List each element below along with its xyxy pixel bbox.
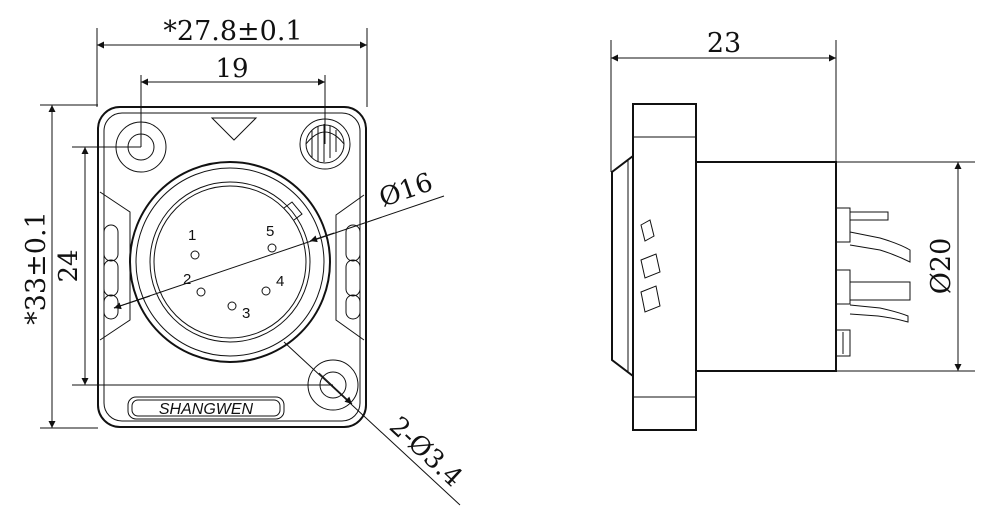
pin-4-label: 4	[276, 273, 284, 290]
pin-4-contact	[261, 286, 271, 296]
dim-height-label: *33±0.1	[21, 211, 52, 324]
pin-5-contact	[267, 243, 277, 253]
dim-hole-spacing-label: 19	[215, 54, 248, 84]
orientation-triangle	[210, 117, 258, 141]
rear-pins	[835, 207, 911, 357]
pin-2-contact	[196, 287, 206, 297]
dim-hole-vertical-label: 24	[54, 249, 84, 282]
dim-width-label: *27.8±0.1	[163, 16, 302, 47]
dim-inner-diameter-label: Ø16	[376, 168, 437, 214]
dim-hole-spacing: 19	[140, 54, 326, 147]
pin-contacts: 1 2 3 4 5	[183, 223, 284, 322]
side-view: 23 Ø20	[610, 28, 975, 431]
dim-depth-label: 23	[707, 28, 741, 59]
pin-1-contact	[190, 250, 200, 260]
front-view: 1 2 3 4 5 SHANGWEN *27.8±0.1 19	[21, 16, 468, 506]
dim-height: *33±0.1	[21, 104, 98, 429]
dim-body-diameter-label: Ø20	[926, 238, 957, 295]
brand-plate: SHANGWEN	[127, 396, 285, 420]
side-latches	[640, 219, 661, 313]
side-nose	[611, 155, 634, 377]
dim-depth: 23	[610, 28, 837, 172]
dim-mount-holes: 2-Ø3.4	[283, 341, 468, 506]
dim-width: *27.8±0.1	[96, 16, 368, 107]
pin-3-contact	[227, 301, 237, 311]
pin-2-label: 2	[183, 271, 191, 288]
pin-1-label: 1	[188, 227, 196, 244]
flange-outline	[97, 106, 367, 428]
dim-mount-holes-label: 2-Ø3.4	[383, 411, 468, 493]
side-body	[695, 161, 837, 372]
pin-5-label: 5	[266, 223, 274, 240]
dim-body-diameter: Ø20	[836, 161, 975, 372]
brand-name: SHANGWEN	[159, 401, 254, 418]
pin-3-label: 3	[242, 305, 250, 322]
dim-hole-vertical: 24	[54, 146, 333, 386]
right-grip-ridges	[335, 194, 365, 341]
receptacle	[129, 161, 331, 363]
